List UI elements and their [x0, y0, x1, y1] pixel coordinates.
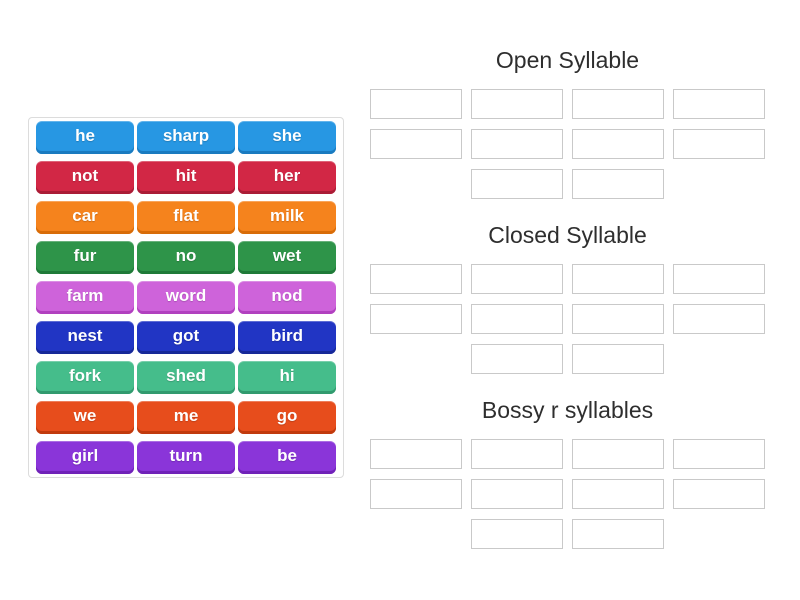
drop-slot[interactable] — [471, 169, 563, 199]
drop-slot[interactable] — [370, 304, 462, 334]
drop-slot[interactable] — [471, 264, 563, 294]
word-tile[interactable]: girl — [36, 441, 134, 474]
drop-slot[interactable] — [673, 304, 765, 334]
slot-grid-closed-syllable — [369, 264, 766, 374]
word-tile[interactable]: milk — [238, 201, 336, 234]
word-tile[interactable]: bird — [238, 321, 336, 354]
word-tile[interactable]: no — [137, 241, 235, 274]
drop-slot[interactable] — [572, 519, 664, 549]
slot-row — [369, 439, 766, 469]
drop-slot[interactable] — [673, 479, 765, 509]
slot-row — [369, 89, 766, 119]
drop-slot[interactable] — [471, 304, 563, 334]
slot-row — [369, 129, 766, 159]
slot-grid-bossy-r-syllables — [369, 439, 766, 549]
word-tile[interactable]: wet — [238, 241, 336, 274]
word-tile[interactable]: nest — [36, 321, 134, 354]
slot-row — [369, 479, 766, 509]
word-tile[interactable]: go — [238, 401, 336, 434]
drop-slot[interactable] — [673, 264, 765, 294]
word-tile[interactable]: fur — [36, 241, 134, 274]
word-tile[interactable]: hi — [238, 361, 336, 394]
drop-slot[interactable] — [370, 264, 462, 294]
drop-slot[interactable] — [370, 439, 462, 469]
group-title-open-syllable: Open Syllable — [495, 47, 640, 73]
drop-slot[interactable] — [572, 264, 664, 294]
group-title-closed-syllable: Closed Syllable — [488, 222, 647, 248]
word-tile[interactable]: be — [238, 441, 336, 474]
drop-slot[interactable] — [471, 439, 563, 469]
drop-slot[interactable] — [572, 169, 664, 199]
word-tile[interactable]: car — [36, 201, 134, 234]
drop-slot[interactable] — [471, 129, 563, 159]
slot-row — [369, 169, 766, 199]
word-tile[interactable]: me — [137, 401, 235, 434]
drop-slot[interactable] — [471, 479, 563, 509]
group-closed-syllable: Closed Syllable — [369, 220, 766, 374]
drop-slot[interactable] — [572, 89, 664, 119]
word-tile[interactable]: he — [36, 121, 134, 154]
word-tile[interactable]: turn — [137, 441, 235, 474]
group-bossy-r-syllables: Bossy r syllables — [369, 395, 766, 549]
drop-slot[interactable] — [673, 439, 765, 469]
word-tile[interactable]: she — [238, 121, 336, 154]
drop-slot[interactable] — [673, 129, 765, 159]
slot-grid-open-syllable — [369, 89, 766, 199]
word-tile[interactable]: nod — [238, 281, 336, 314]
word-tile[interactable]: got — [137, 321, 235, 354]
drop-slot[interactable] — [370, 129, 462, 159]
drop-slot[interactable] — [572, 304, 664, 334]
group-title-bossy-r-syllables: Bossy r syllables — [481, 397, 654, 423]
drop-slot[interactable] — [673, 89, 765, 119]
drop-slot[interactable] — [370, 479, 462, 509]
drop-slot[interactable] — [572, 479, 664, 509]
group-column: Open Syllable Closed Syllable Bossy r sy… — [369, 45, 766, 570]
slot-row — [369, 264, 766, 294]
drop-slot[interactable] — [471, 344, 563, 374]
word-tile[interactable]: word — [137, 281, 235, 314]
word-tile[interactable]: we — [36, 401, 134, 434]
drop-slot[interactable] — [471, 89, 563, 119]
drop-slot[interactable] — [572, 129, 664, 159]
drop-slot[interactable] — [370, 89, 462, 119]
drop-slot[interactable] — [572, 439, 664, 469]
word-tile[interactable]: sharp — [137, 121, 235, 154]
slot-row — [369, 519, 766, 549]
drop-slot[interactable] — [471, 519, 563, 549]
drop-slot[interactable] — [572, 344, 664, 374]
word-tile[interactable]: farm — [36, 281, 134, 314]
word-tile[interactable]: fork — [36, 361, 134, 394]
group-open-syllable: Open Syllable — [369, 45, 766, 199]
word-tile[interactable]: flat — [137, 201, 235, 234]
slot-row — [369, 344, 766, 374]
word-tile[interactable]: shed — [137, 361, 235, 394]
word-tile[interactable]: her — [238, 161, 336, 194]
word-tile[interactable]: hit — [137, 161, 235, 194]
word-tile[interactable]: not — [36, 161, 134, 194]
slot-row — [369, 304, 766, 334]
